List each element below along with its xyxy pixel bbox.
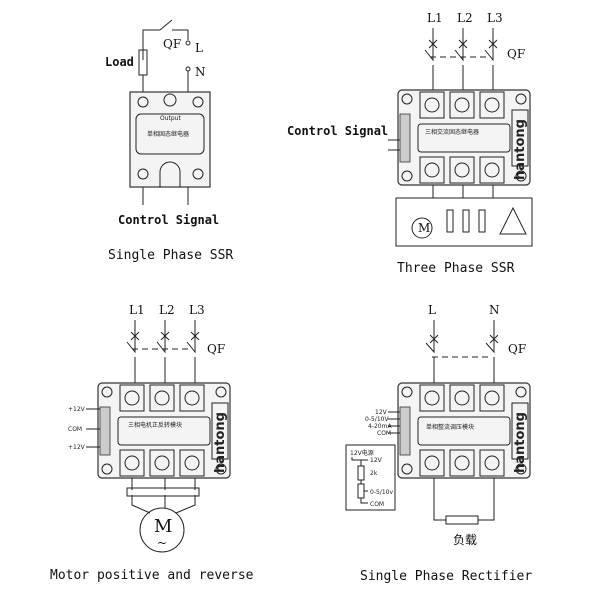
plus12v-label: +12V bbox=[68, 406, 86, 413]
qf-label: QF bbox=[507, 47, 525, 61]
control-signal-label: Control Signal bbox=[118, 213, 219, 227]
potentiometer-inset bbox=[345, 444, 396, 511]
l2-label: L2 bbox=[457, 11, 473, 25]
module-text: 单相固态继电器 bbox=[147, 130, 189, 138]
three-phase-ssr-diagram: L1 L2 L3 QF hantong 三相交流固态继电器 Control Si… bbox=[287, 11, 533, 276]
single-phase-rectifier-diagram: L N QF hantong 单相整流调压模块 12V 0-5/10V 4-20… bbox=[345, 303, 532, 584]
l-label: L bbox=[428, 303, 436, 317]
motor-label: M bbox=[154, 516, 172, 537]
motor-diagram: L1 L2 L3 QF hantong 三相电机正反转模块 +12V COM +… bbox=[50, 303, 254, 583]
n-label: N bbox=[489, 303, 500, 317]
l3-label: L3 bbox=[487, 11, 503, 25]
rectifier-title: Single Phase Rectifier bbox=[360, 569, 532, 584]
l1-label: L1 bbox=[129, 303, 145, 317]
single-phase-ssr-title: Single Phase SSR bbox=[108, 248, 233, 263]
input-com-label: COM bbox=[377, 430, 391, 437]
plus12v-label: +12V bbox=[68, 444, 86, 451]
single-phase-ssr-diagram: QF L N Load Output 单相固态继电器 Control Signa… bbox=[105, 19, 233, 263]
qf-label: QF bbox=[163, 37, 181, 51]
motor-label: M bbox=[418, 221, 430, 235]
inset-12v: 12V bbox=[370, 457, 383, 464]
l-label: L bbox=[195, 41, 203, 55]
l3-label: L3 bbox=[189, 303, 205, 317]
three-phase-ssr-title: Three Phase SSR bbox=[397, 261, 515, 276]
load-box bbox=[395, 197, 533, 247]
control-signal-label: Control Signal bbox=[287, 124, 388, 138]
l2-label: L2 bbox=[159, 303, 175, 317]
inset-2k: 2k bbox=[370, 470, 378, 477]
n-label: N bbox=[195, 65, 206, 79]
module-text: 三相电机正反转模块 bbox=[128, 421, 182, 429]
input-12v-label: 12V bbox=[375, 409, 388, 416]
l1-label: L1 bbox=[427, 11, 443, 25]
module-text: 三相交流固态继电器 bbox=[425, 128, 479, 136]
input-4-20ma-label: 4-20mA bbox=[368, 423, 392, 430]
motor-title: Motor positive and reverse bbox=[50, 568, 254, 583]
qf-label: QF bbox=[508, 342, 526, 356]
motor-module bbox=[97, 382, 231, 479]
module-text: 单相整流调压模块 bbox=[426, 423, 474, 431]
inset-0-10v: 0-5/10v bbox=[370, 489, 393, 496]
brand-logo: hantong bbox=[513, 412, 528, 473]
inset-title: 12V电源 bbox=[350, 449, 374, 457]
load-label: 负载 bbox=[453, 533, 477, 547]
inset-com: COM bbox=[370, 501, 384, 508]
load-label: Load bbox=[105, 55, 134, 69]
three-phase-ssr-module bbox=[397, 89, 531, 186]
com-label: COM bbox=[68, 426, 82, 433]
motor-icon bbox=[411, 217, 433, 239]
qf-label: QF bbox=[207, 342, 225, 356]
ac-symbol: ~ bbox=[157, 536, 167, 550]
brand-logo: hantong bbox=[513, 119, 528, 180]
brand-logo: hantong bbox=[213, 412, 228, 473]
motor-icon bbox=[139, 507, 185, 553]
single-phase-ssr-module: Output 单相固态继电器 bbox=[129, 91, 211, 188]
load-resistor bbox=[445, 515, 479, 525]
output-text: Output bbox=[160, 115, 181, 122]
input-0-10v-label: 0-5/10V bbox=[365, 416, 389, 423]
